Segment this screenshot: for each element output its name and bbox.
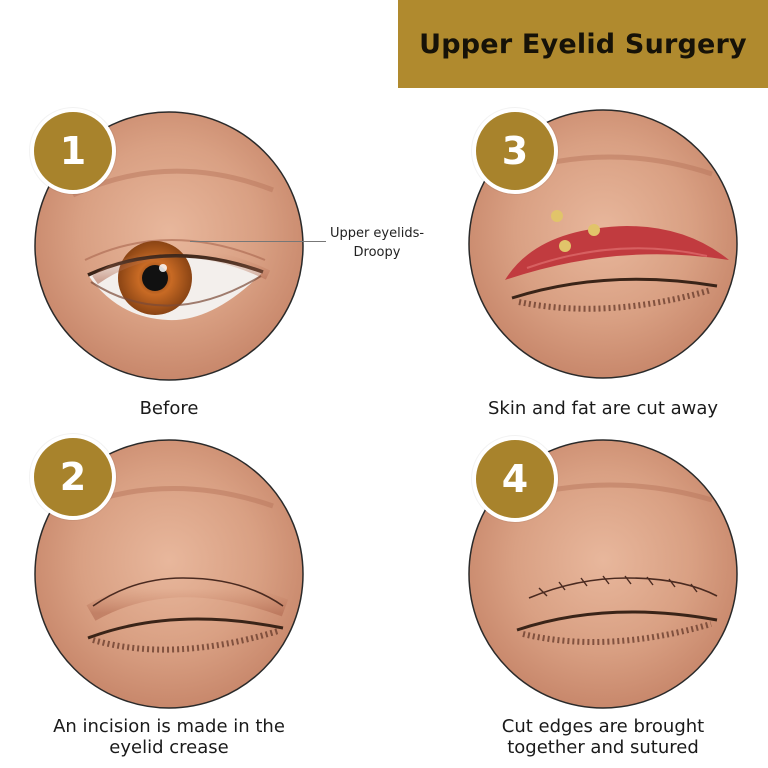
caption-line: together and sutured [507, 737, 699, 758]
fat-pad-shape [559, 240, 571, 252]
step-caption-1: Before [33, 398, 305, 419]
fat-pad-shape [588, 224, 600, 236]
callout-label: Upper eyelids- Droopy [318, 224, 436, 262]
callout-line [190, 241, 326, 242]
step-caption-4: Cut edges are brought together and sutur… [467, 716, 739, 758]
caption-line: Cut edges are brought [501, 716, 705, 737]
callout-line1: Upper eyelids- [329, 226, 425, 241]
caption-line: eyelid crease [109, 737, 229, 758]
step-caption-3: Skin and fat are cut away [467, 398, 739, 419]
step-badge-1: 1 [30, 108, 116, 194]
step-caption-2: An incision is made in the eyelid crease [33, 716, 305, 758]
incision-line [92, 577, 284, 607]
page-title: Upper Eyelid Surgery [419, 28, 747, 60]
step-badge-3: 3 [472, 108, 558, 194]
fat-pad-shape [551, 210, 563, 222]
title-banner: Upper Eyelid Surgery [398, 0, 768, 88]
step-badge-4: 4 [472, 436, 558, 522]
caption-line: An incision is made in the [53, 716, 285, 737]
callout-line2: Droopy [353, 245, 401, 260]
caption-line: Before [139, 398, 199, 419]
suture-stitches [538, 575, 698, 597]
step-badge-2: 2 [30, 434, 116, 520]
caption-line: Skin and fat are cut away [487, 398, 719, 419]
excised-area-shape [505, 226, 729, 280]
